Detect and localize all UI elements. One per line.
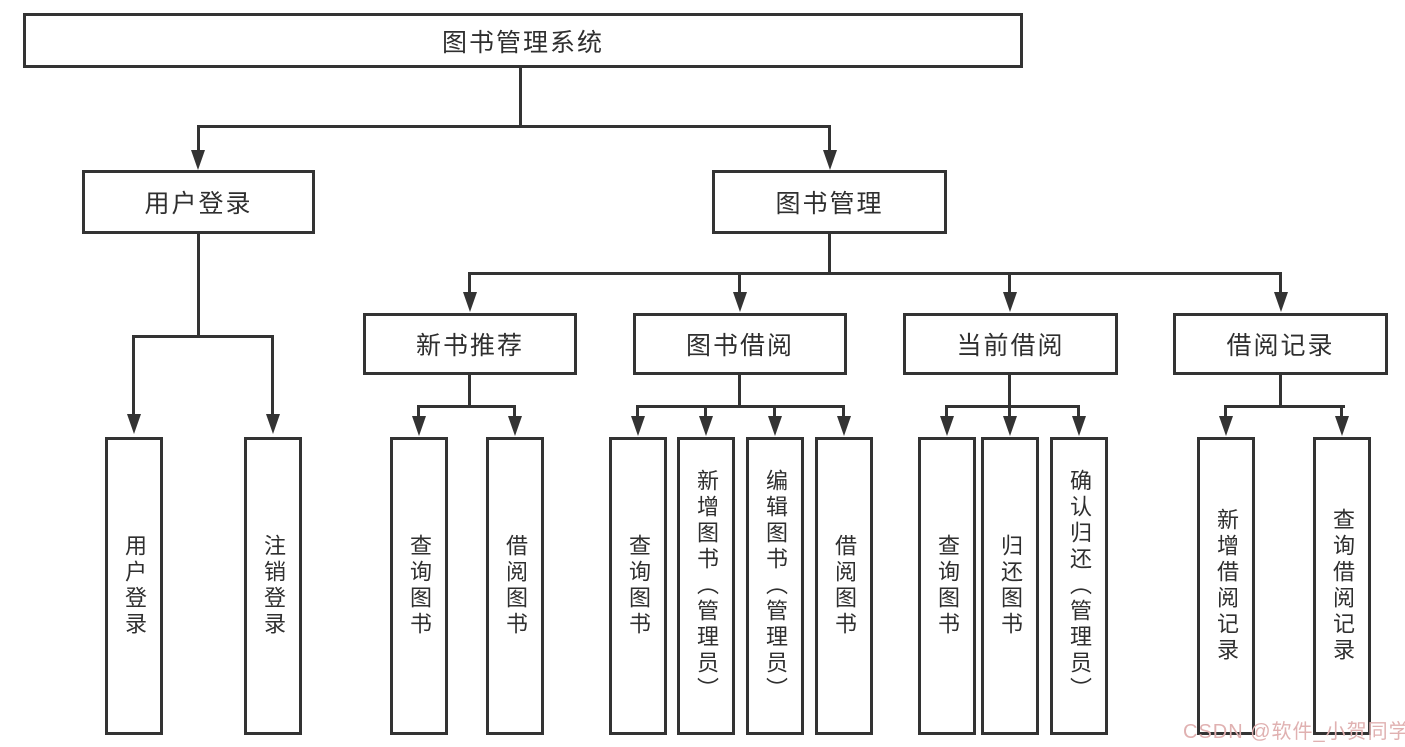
connector-line bbox=[636, 405, 845, 408]
arrowhead-down-icon bbox=[1219, 416, 1233, 436]
node-library-management-system: 图书管理系统 bbox=[23, 13, 1023, 68]
connector-line bbox=[271, 335, 274, 417]
arrowhead-down-icon bbox=[1335, 416, 1349, 436]
connector-line bbox=[828, 234, 831, 274]
arrowhead-down-icon bbox=[1274, 292, 1288, 312]
node-current-query-books: 查询图书 bbox=[918, 437, 976, 735]
connector-line bbox=[1224, 405, 1345, 408]
node-records-query-record: 查询借阅记录 bbox=[1313, 437, 1371, 735]
connector-line bbox=[1279, 375, 1282, 408]
arrowhead-down-icon bbox=[191, 150, 205, 170]
node-recommend-query-books: 查询图书 bbox=[390, 437, 448, 735]
arrowhead-down-icon bbox=[266, 414, 280, 434]
node-book-borrowing: 图书借阅 bbox=[633, 313, 847, 375]
node-label: 新书推荐 bbox=[415, 332, 524, 360]
arrowhead-down-icon bbox=[463, 292, 477, 312]
node-current-borrowing: 当前借阅 bbox=[903, 313, 1118, 375]
node-label: 编辑图书（管理员） bbox=[763, 469, 788, 703]
connector-line bbox=[773, 405, 776, 418]
node-label: 查询图书 bbox=[626, 534, 651, 638]
connector-line bbox=[828, 125, 831, 153]
arrowhead-down-icon bbox=[631, 416, 645, 436]
node-label: 查询图书 bbox=[407, 534, 432, 638]
node-label: 新增借阅记录 bbox=[1214, 508, 1239, 664]
connector-line bbox=[945, 405, 948, 418]
node-recommend-borrow-books: 借阅图书 bbox=[486, 437, 544, 735]
arrowhead-down-icon bbox=[508, 416, 522, 436]
connector-line bbox=[738, 272, 741, 294]
node-logout-action: 注销登录 bbox=[244, 437, 302, 735]
arrowhead-down-icon bbox=[699, 416, 713, 436]
node-label: 新增图书（管理员） bbox=[694, 469, 719, 703]
connector-line bbox=[1008, 272, 1011, 294]
node-current-confirm-return-admin: 确认归还（管理员） bbox=[1050, 437, 1108, 735]
node-label: 用户登录 bbox=[144, 190, 253, 218]
node-new-book-recommend: 新书推荐 bbox=[363, 313, 577, 375]
arrowhead-down-icon bbox=[127, 414, 141, 434]
connector-line bbox=[704, 405, 707, 418]
connector-line bbox=[468, 272, 1282, 275]
node-label: 借阅图书 bbox=[503, 534, 528, 638]
connector-line bbox=[197, 234, 200, 337]
connector-line bbox=[738, 375, 741, 408]
node-label: 图书管理 bbox=[775, 190, 884, 218]
connector-line bbox=[1077, 405, 1080, 418]
node-label: 查询图书 bbox=[935, 534, 960, 638]
connector-line bbox=[636, 405, 639, 418]
node-current-return-books: 归还图书 bbox=[981, 437, 1039, 735]
node-label: 借阅图书 bbox=[832, 534, 857, 638]
connector-line bbox=[468, 375, 471, 408]
connector-line bbox=[417, 405, 420, 418]
arrowhead-down-icon bbox=[1003, 292, 1017, 312]
connector-line bbox=[132, 335, 135, 417]
connector-line bbox=[519, 68, 522, 128]
connector-line bbox=[513, 405, 516, 418]
node-records-add-record: 新增借阅记录 bbox=[1197, 437, 1255, 735]
node-borrow-query-books: 查询图书 bbox=[609, 437, 667, 735]
connector-line bbox=[842, 405, 845, 418]
connector-line bbox=[1340, 405, 1343, 418]
node-borrowing-records: 借阅记录 bbox=[1173, 313, 1388, 375]
csdn-watermark: CSDN @软件_小贺同学 bbox=[1183, 721, 1405, 743]
node-borrow-edit-books-admin: 编辑图书（管理员） bbox=[746, 437, 804, 735]
connector-line bbox=[417, 405, 516, 408]
node-borrow-borrow-books: 借阅图书 bbox=[815, 437, 873, 735]
arrowhead-down-icon bbox=[1003, 416, 1017, 436]
arrowhead-down-icon bbox=[412, 416, 426, 436]
arrowhead-down-icon bbox=[768, 416, 782, 436]
node-user-login: 用户登录 bbox=[82, 170, 315, 234]
connector-line bbox=[1279, 272, 1282, 294]
node-book-management: 图书管理 bbox=[712, 170, 947, 234]
node-user-login-action: 用户登录 bbox=[105, 437, 163, 735]
connector-line bbox=[132, 335, 274, 338]
connector-line bbox=[1224, 405, 1227, 418]
node-label: 确认归还（管理员） bbox=[1067, 469, 1092, 703]
node-label: 图书借阅 bbox=[685, 332, 794, 360]
node-label: 当前借阅 bbox=[956, 332, 1065, 360]
arrowhead-down-icon bbox=[733, 292, 747, 312]
node-label: 图书管理系统 bbox=[441, 28, 604, 57]
node-label: 借阅记录 bbox=[1226, 332, 1335, 360]
node-label: 注销登录 bbox=[261, 534, 286, 638]
arrowhead-down-icon bbox=[837, 416, 851, 436]
connector-line bbox=[1008, 405, 1011, 418]
connector-line bbox=[1008, 375, 1011, 408]
arrowhead-down-icon bbox=[823, 150, 837, 170]
node-label: 归还图书 bbox=[998, 534, 1023, 638]
arrowhead-down-icon bbox=[940, 416, 954, 436]
node-borrow-add-books-admin: 新增图书（管理员） bbox=[677, 437, 735, 735]
connector-line bbox=[197, 125, 831, 128]
connector-line bbox=[197, 125, 200, 153]
connector-line bbox=[468, 272, 471, 294]
node-label: 用户登录 bbox=[122, 534, 147, 638]
arrowhead-down-icon bbox=[1072, 416, 1086, 436]
connector-line bbox=[945, 405, 1080, 408]
node-label: 查询借阅记录 bbox=[1330, 508, 1355, 664]
